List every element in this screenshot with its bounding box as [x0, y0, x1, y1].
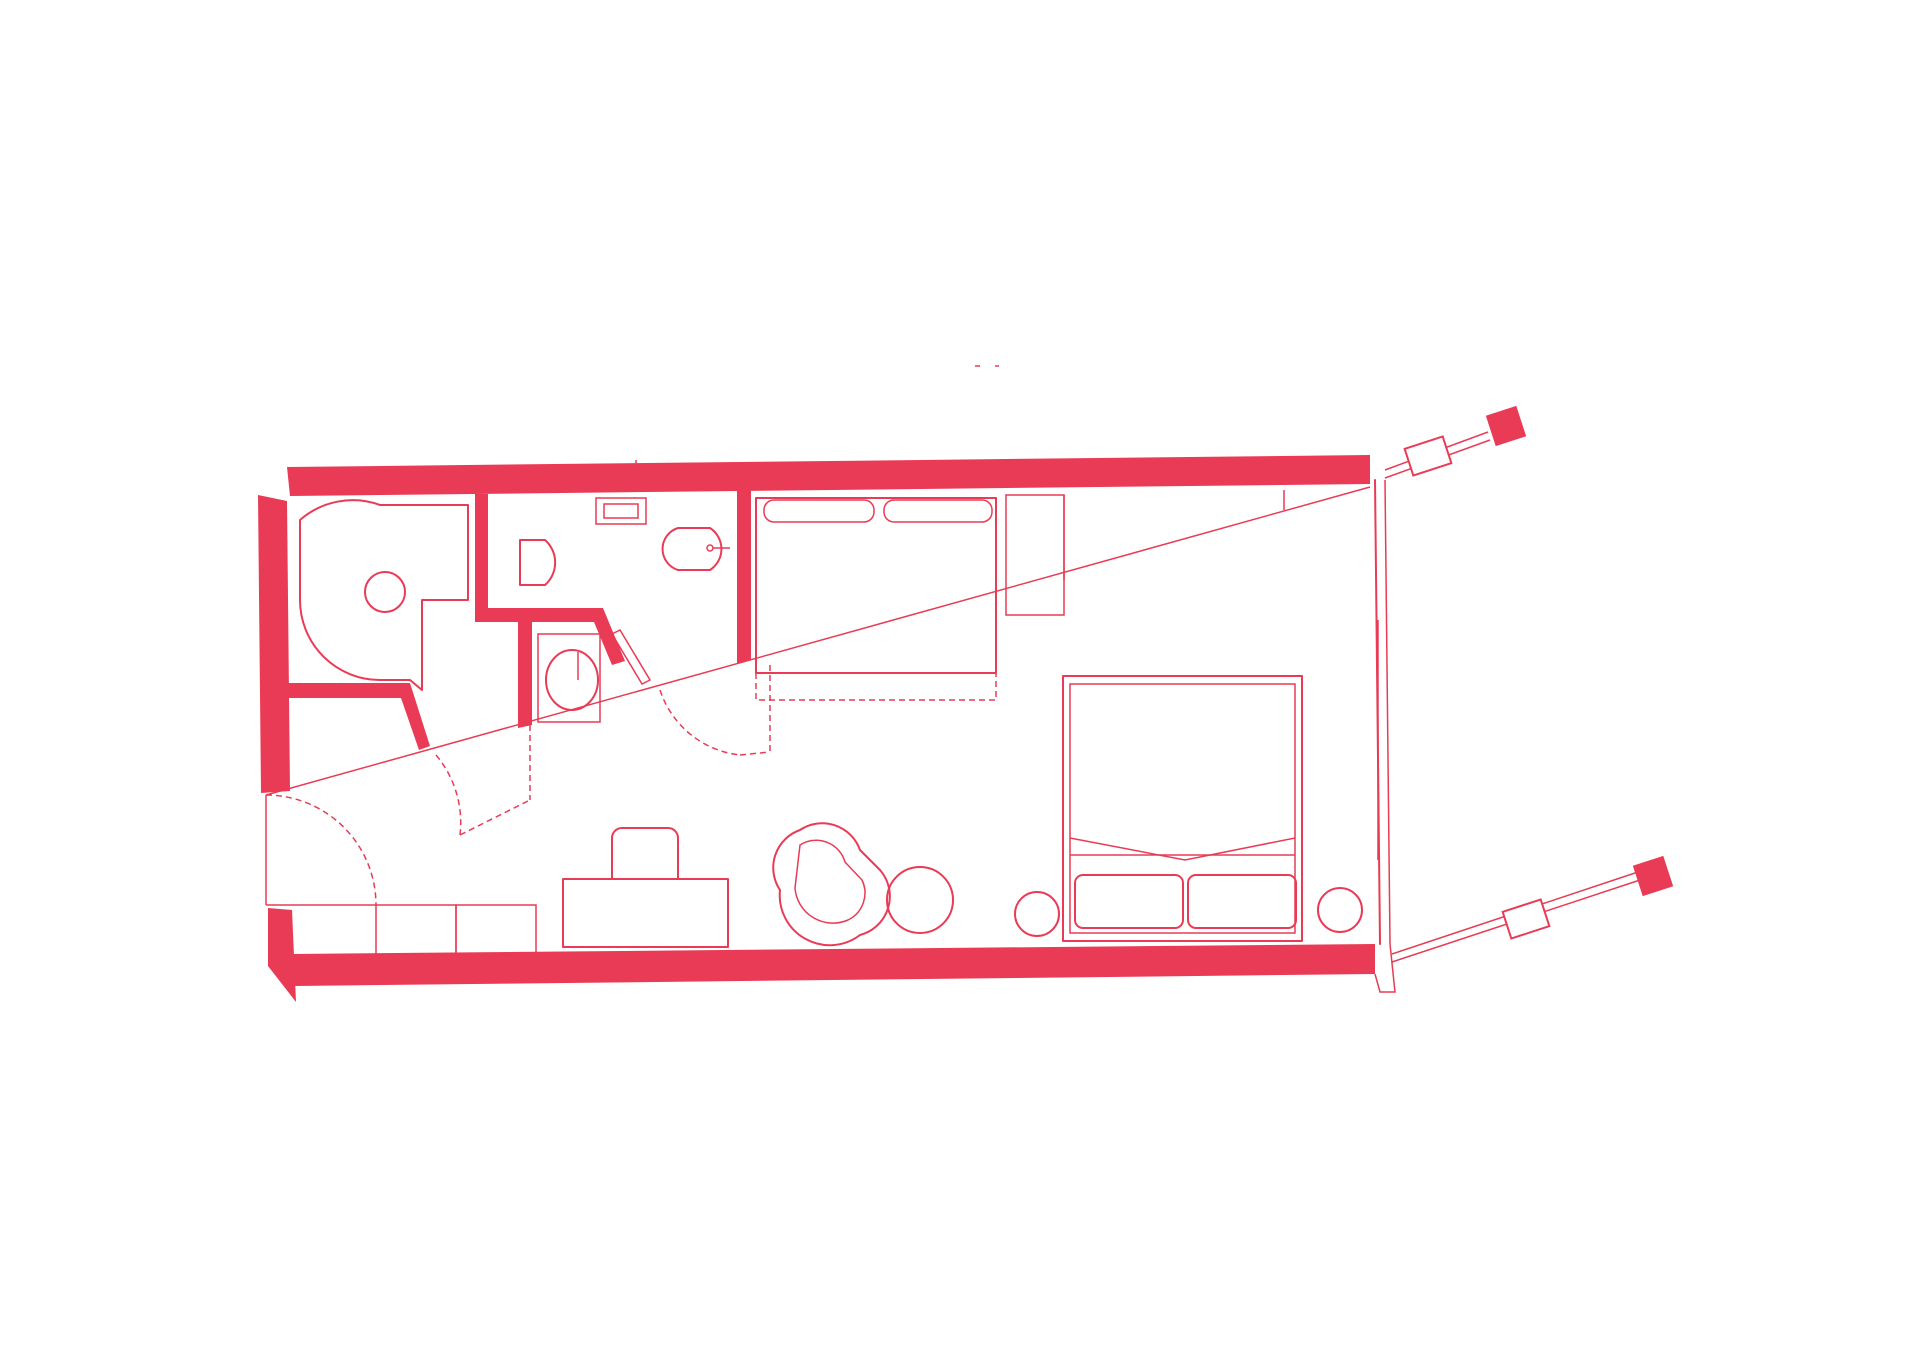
side-table-icon: [886, 866, 954, 934]
double-bed-icon: [1062, 675, 1303, 942]
pillow-icon: [1074, 874, 1184, 929]
glass-partition: [610, 629, 652, 685]
bathroom-door-leaf-right: [739, 751, 771, 756]
bed-frame-inner: [1069, 683, 1296, 934]
window-glass-line: [1384, 479, 1391, 945]
desk-icon: [562, 878, 729, 948]
shade-joint-top: [1403, 435, 1453, 477]
sofa-cushion-left: [763, 499, 875, 523]
toilet-left-wall: [475, 494, 625, 728]
bottom-exterior-wall: [292, 944, 1375, 986]
entry-wardrobe-unit-2: [455, 904, 537, 956]
shower-icon: [364, 571, 406, 613]
bidet-icon: [661, 527, 723, 571]
duvet-fold: [1069, 837, 1296, 861]
top-marks: [635, 365, 999, 467]
left-lower-wall: [268, 908, 296, 1002]
shade-block-top: [1485, 405, 1527, 447]
window-sill-bottom: [1374, 943, 1396, 993]
bedside-table-right: [1317, 887, 1363, 933]
bathroom-right-wall: [737, 490, 751, 664]
sofa-bench-icon: [755, 497, 997, 674]
shade-block-bottom: [1632, 855, 1674, 897]
wardrobe-icon: [1005, 494, 1065, 616]
bedside-table-left: [1014, 891, 1060, 937]
shower-area: [299, 499, 469, 691]
shower-enclosure: [299, 499, 469, 691]
diagonal-cut-line: [265, 486, 1371, 796]
top-exterior-wall: [287, 455, 1370, 496]
pillow-icon-right: [1187, 874, 1297, 929]
walls: [258, 455, 1375, 1002]
sofa-pullout-outline: [755, 620, 997, 701]
washbasin-icon: [545, 649, 599, 711]
bed-area: [1062, 675, 1303, 942]
washbasin-area: [435, 629, 771, 836]
entry-wardrobe-unit-1: [375, 904, 457, 956]
left-upper-wall: [258, 495, 290, 793]
bathroom-door-swing-right: [659, 689, 741, 756]
closet-partition-wall: [287, 683, 430, 750]
armchair-icon: [772, 822, 891, 947]
desk-chair-icon: [611, 827, 679, 880]
toilet-shelf-inner: [603, 503, 639, 519]
wardrobe: [1005, 490, 1285, 616]
bidet-drain: [706, 544, 714, 552]
vanity-counter: [537, 633, 601, 723]
sofa-bench: [755, 497, 997, 701]
window-wall: [1374, 405, 1674, 993]
sofa-cushion-right: [883, 499, 993, 523]
desk-area: [562, 822, 1363, 948]
bathroom-door-leaf-left: [459, 799, 531, 836]
toilet-icon: [519, 539, 557, 586]
bathroom-door-swing-left: [435, 754, 462, 836]
armchair-seat: [794, 839, 866, 924]
toilet-shelf: [595, 497, 647, 525]
entry-door-swing: [265, 794, 377, 906]
shade-joint-bottom: [1501, 898, 1551, 940]
entrance-area: [265, 794, 537, 956]
toilet-room: [519, 497, 730, 586]
